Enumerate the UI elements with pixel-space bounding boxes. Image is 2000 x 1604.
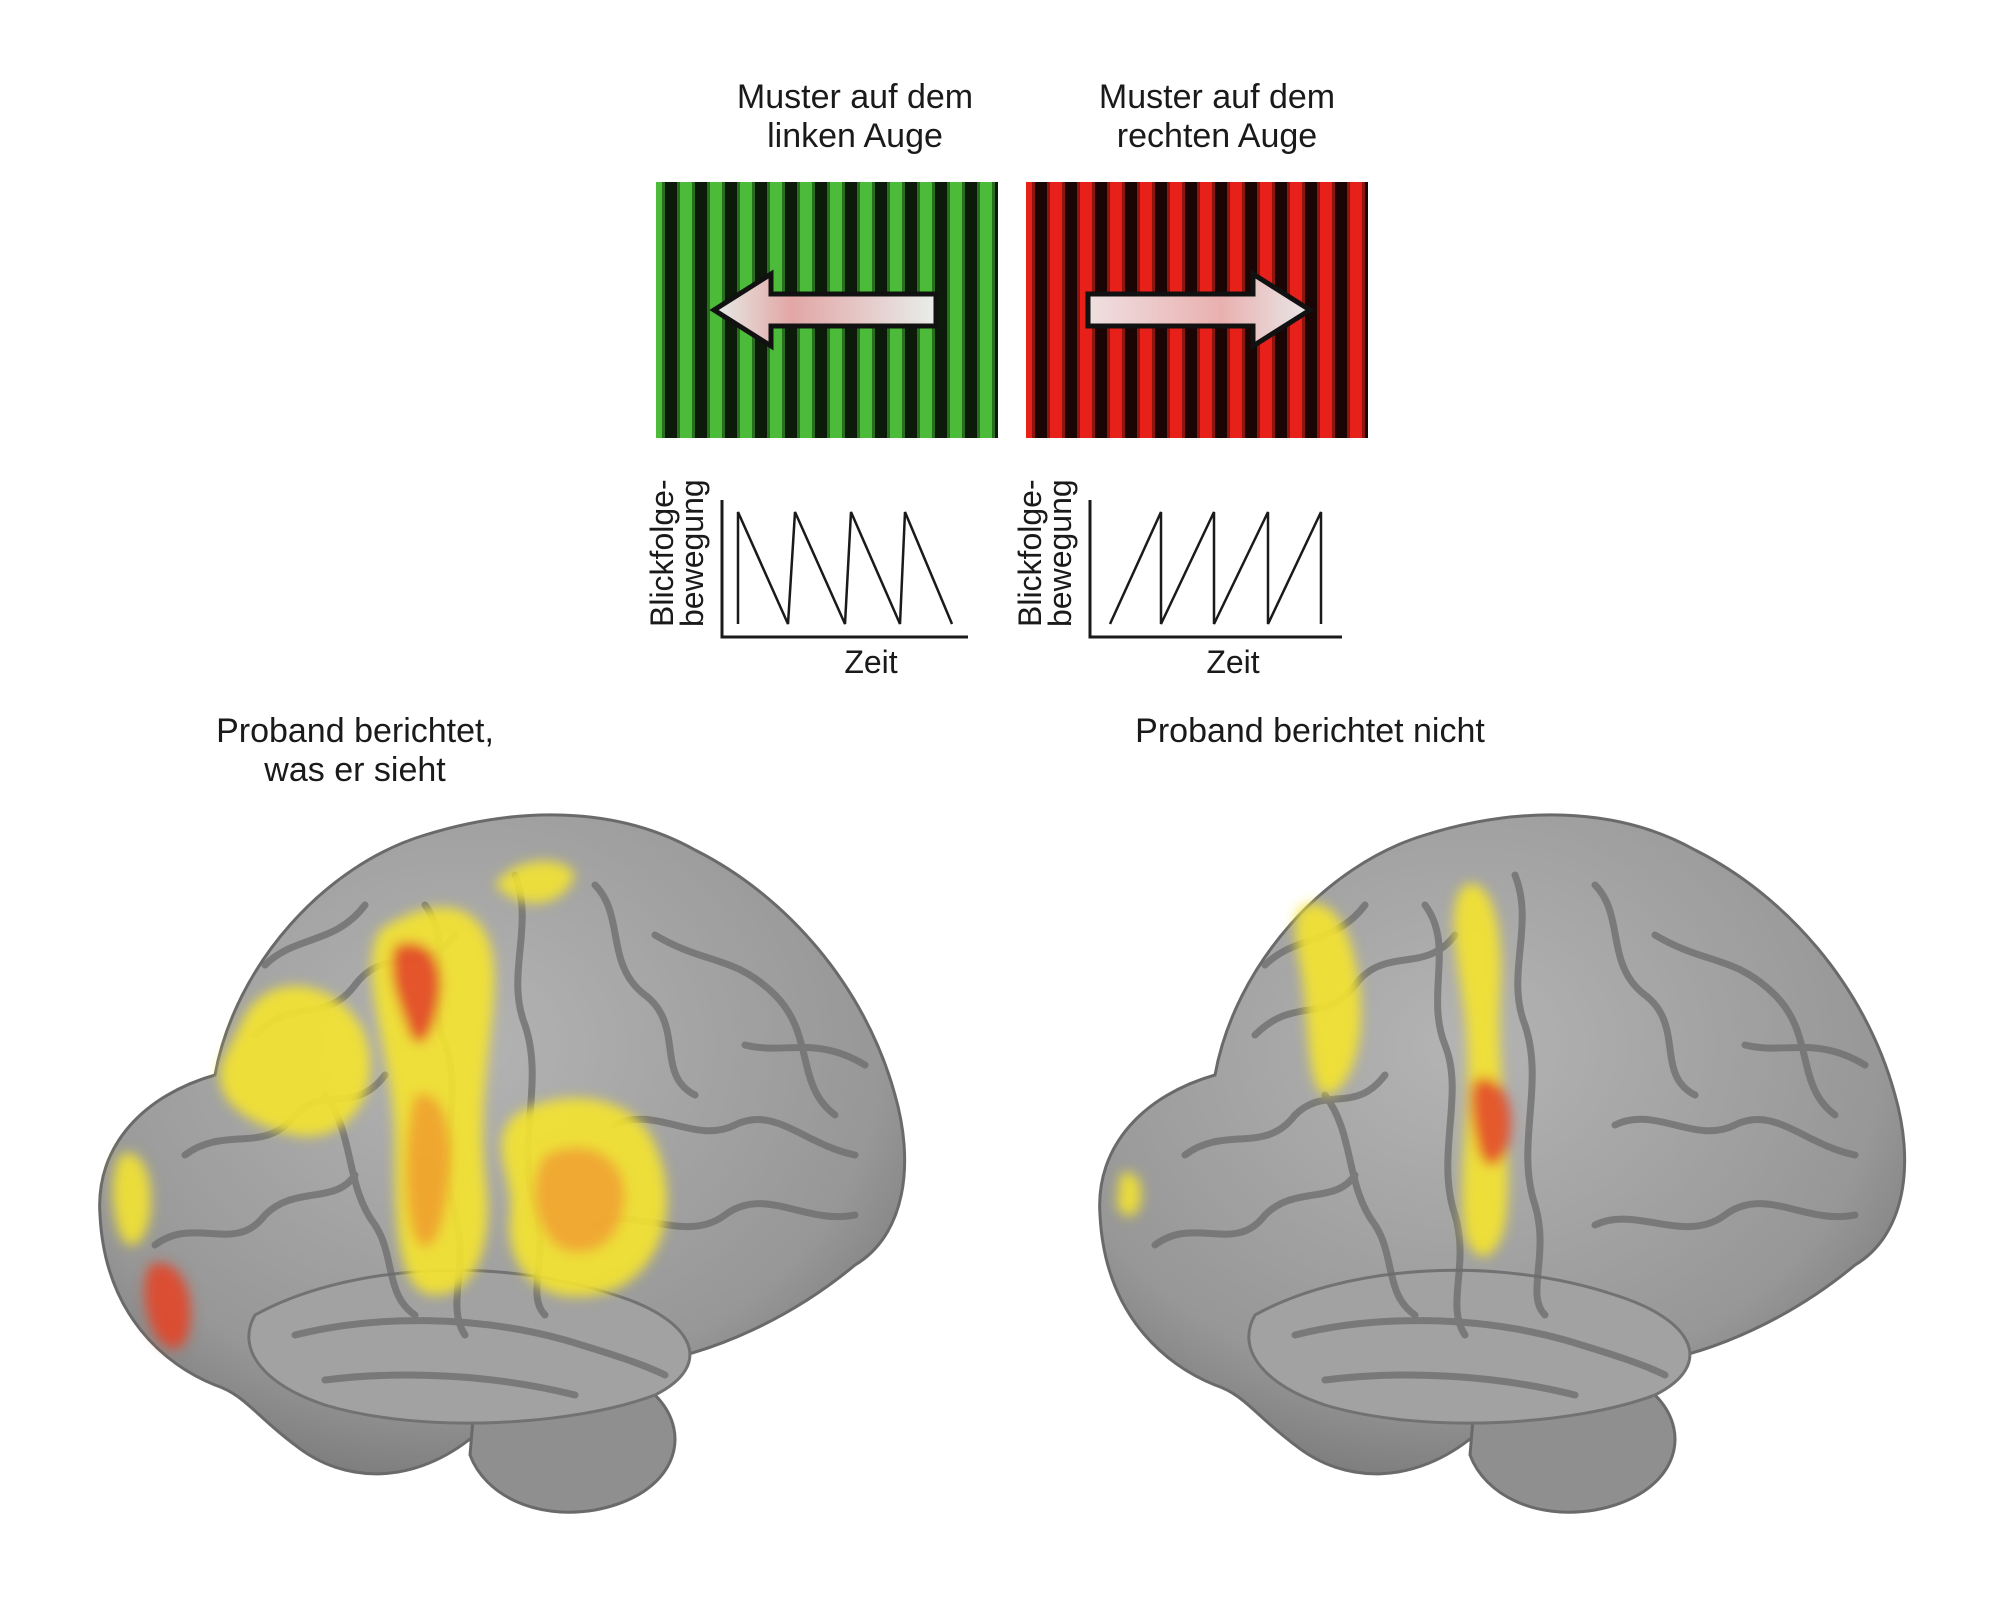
activation-regions	[1117, 883, 1511, 1257]
gyri	[1151, 871, 1869, 1399]
right-eye-label-line1: Muster auf dem	[1098, 78, 1336, 116]
right-trace-xlabel: Zeit	[1206, 644, 1259, 680]
brain-left-caption: Proband berichtet, was er sieht	[170, 712, 540, 790]
brain-right-caption: Proband berichtet nicht	[1100, 712, 1520, 751]
right-trace-axes	[1088, 500, 1342, 639]
brain-left-caption-line2: was er sieht	[264, 751, 446, 789]
brain-right-caption-line1: Proband berichtet nicht	[1135, 712, 1485, 750]
right-trace-ylabel-line1: Blickfolge-	[1012, 479, 1048, 627]
left-trace-ylabel-line2: bewegung	[674, 479, 710, 627]
left-eye-label-line1: Muster auf dem	[736, 78, 974, 116]
right-eye-label-line2: rechten Auge	[1116, 117, 1318, 155]
right-eye-trace: Blickfolge- bewegung Zeit	[1012, 479, 1342, 680]
brain-left-caption-line1: Proband berichtet,	[216, 712, 494, 750]
left-eye-trace: Blickfolge- bewegung Zeit	[644, 479, 968, 680]
left-trace-xlabel: Zeit	[844, 644, 897, 680]
brain-right	[1098, 813, 1907, 1514]
brain-left	[98, 813, 907, 1514]
right-trace-ylabel-line2: bewegung	[1042, 479, 1078, 627]
right-trace-sawtooth	[1108, 511, 1323, 625]
left-eye-pattern	[656, 182, 998, 438]
right-eye-pattern	[1026, 182, 1368, 438]
left-trace-ylabel-line1: Blickfolge-	[644, 479, 680, 627]
right-arrow-icon	[1085, 269, 1315, 351]
right-eye-label: Muster auf dem rechten Auge	[1062, 78, 1372, 156]
left-eye-label-line2: linken Auge	[767, 117, 943, 155]
temporal-lobe	[1247, 1268, 1692, 1425]
activation-regions	[112, 861, 667, 1349]
left-trace-sawtooth	[736, 511, 954, 625]
left-eye-label: Muster auf dem linken Auge	[700, 78, 1010, 156]
left-trace-axes	[720, 500, 968, 639]
left-arrow-icon	[709, 269, 939, 351]
